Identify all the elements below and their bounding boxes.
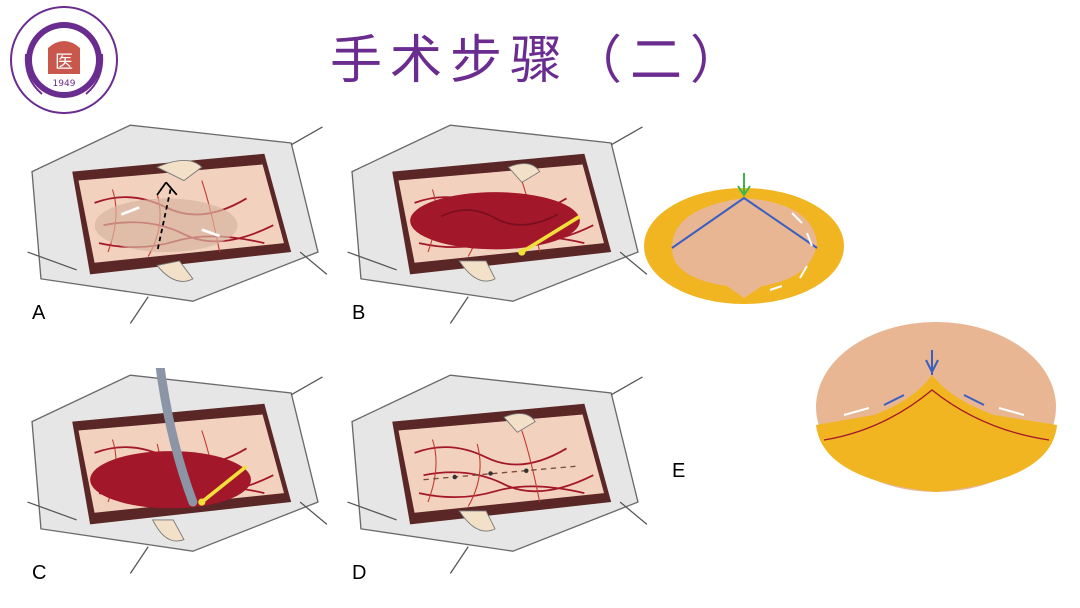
panel-c: C	[10, 368, 340, 584]
panel-e-top	[642, 168, 847, 308]
panel-b-label: B	[352, 302, 366, 324]
panel-d-label: D	[352, 562, 367, 584]
panel-a: A	[10, 118, 340, 328]
logo-year: 1949	[53, 79, 76, 89]
panel-a-label: A	[32, 302, 46, 324]
panel-e-bottom	[814, 320, 1059, 495]
panel-d: D	[330, 368, 660, 584]
svg-text:医: 医	[55, 52, 73, 73]
panel-c-label: C	[32, 562, 47, 584]
panel-e-label: E	[672, 460, 686, 482]
panel-b: B	[330, 118, 660, 328]
page-title: 手术步骤（二）	[329, 31, 750, 91]
hospital-logo: 医 1949	[8, 4, 120, 116]
